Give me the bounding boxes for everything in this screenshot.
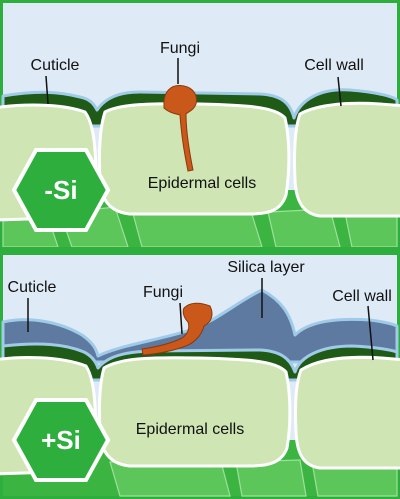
silica-layer-label: Silica layer <box>227 259 305 276</box>
epidermal-cell <box>294 355 400 470</box>
cell-wall-label: Cell wall <box>332 288 392 305</box>
panel-with-silica: Cuticle Fungi Silica layer Cell wall Epi… <box>0 255 400 497</box>
panel-separator <box>0 247 400 255</box>
fungi-pointer <box>179 302 183 335</box>
badge-label: +Si <box>41 425 81 455</box>
epidermal-cell <box>98 102 291 216</box>
badge-label: -Si <box>44 175 77 205</box>
epidermal-cell <box>293 101 400 218</box>
cell-wall-label: Cell wall <box>304 57 364 74</box>
cell-wall-pointer <box>337 76 342 107</box>
cell-wall-pointer <box>367 305 374 361</box>
fungus-hypha <box>163 85 197 172</box>
epidermal-cells-label: Epidermal cells <box>148 175 256 192</box>
cuticle-pointer <box>45 75 49 105</box>
fungus-hypha <box>141 302 213 356</box>
cuticle-label: Cuticle <box>8 279 57 296</box>
cuticle-label: Cuticle <box>31 57 80 74</box>
fungi-label: Fungi <box>143 284 183 301</box>
panel-without-silica: Cuticle Fungi Cell wall Epidermal cells … <box>0 3 400 248</box>
epidermal-cell <box>97 356 292 468</box>
deep-tissue-cells <box>2 206 398 248</box>
badge-without-silica: -Si <box>11 148 111 232</box>
badge-with-silica: +Si <box>11 398 111 482</box>
epidermal-cells-label: Epidermal cells <box>136 421 244 438</box>
fungi-label: Fungi <box>160 40 200 57</box>
